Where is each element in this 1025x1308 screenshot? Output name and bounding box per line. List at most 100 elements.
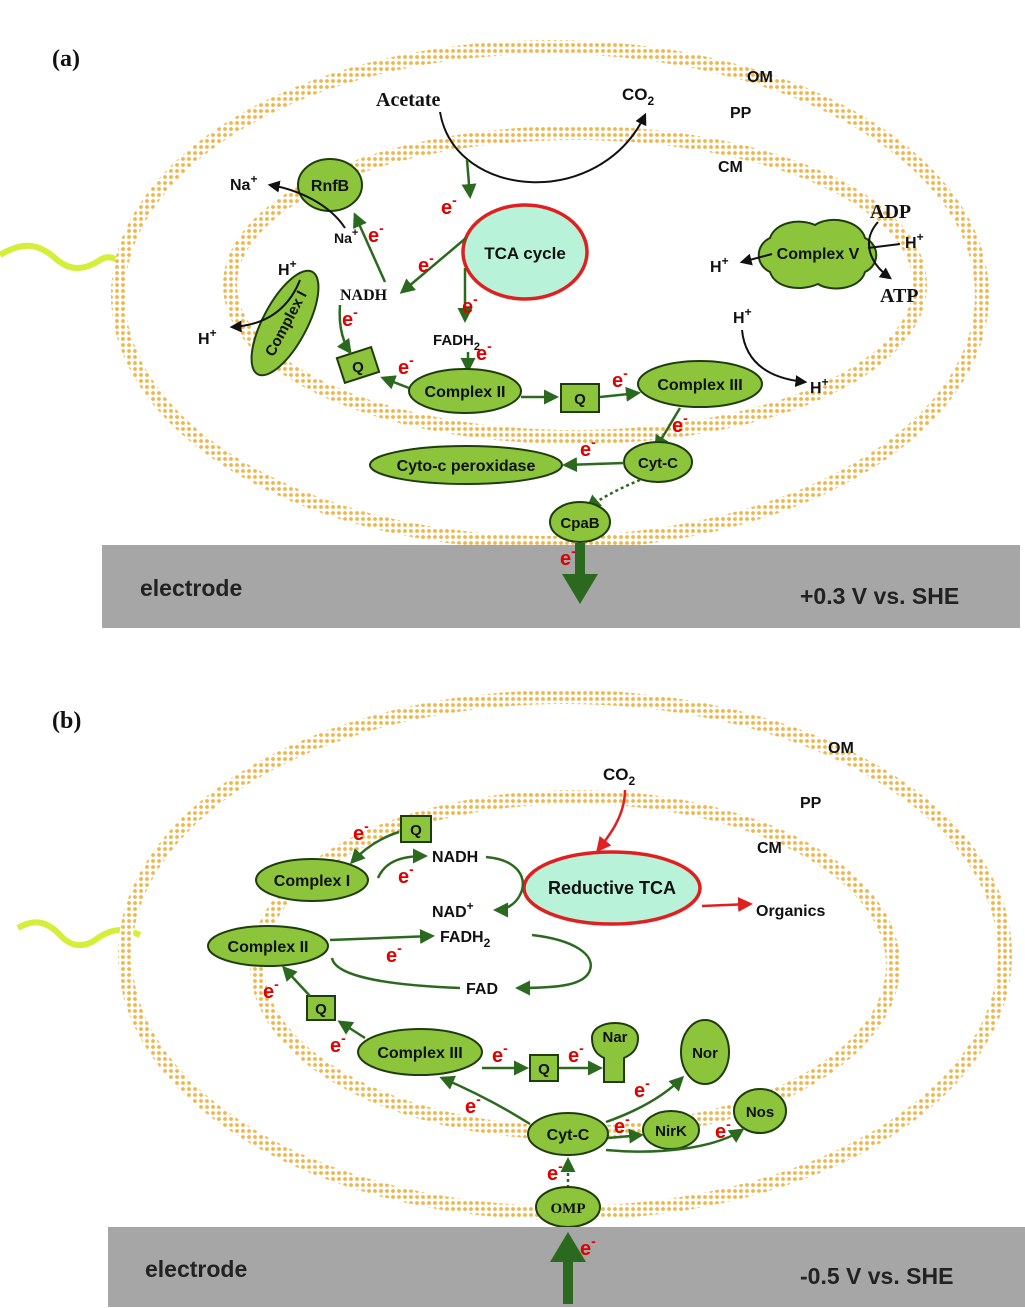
complex-iii-to-q-arrow xyxy=(337,1020,366,1040)
electron-label: e- xyxy=(342,304,358,331)
complex-i-node-b xyxy=(255,858,369,902)
complex-v-proton-arrow xyxy=(739,253,773,266)
cm-label: CM xyxy=(718,159,743,176)
pp-label: PP xyxy=(730,105,752,122)
adp-to-atp-arrow xyxy=(868,221,892,280)
complex-ii-node-b xyxy=(207,925,329,967)
complex-i-node xyxy=(250,269,320,377)
cytc-to-peroxidase-arrow xyxy=(562,457,625,473)
h-out-label-1: H+ xyxy=(198,326,217,348)
complex-i-label-b: Complex I xyxy=(274,873,350,890)
nad-label-b: NAD+ xyxy=(432,899,474,921)
nar-label: Nar xyxy=(602,1029,627,1046)
pp-label-b: PP xyxy=(800,795,822,812)
cpab-label: CpaB xyxy=(560,515,599,532)
h-out-label-5: H+ xyxy=(710,254,729,276)
quinone-box-b2 xyxy=(306,995,336,1021)
cyto-c-peroxidase-node xyxy=(369,445,563,485)
fad-label-b: FAD xyxy=(466,981,498,998)
outer-membrane xyxy=(111,40,989,550)
na-out-label: Na+ xyxy=(230,172,257,194)
adp-label: ADP xyxy=(870,201,911,223)
cytc-to-complex-iii-arrow xyxy=(439,1075,531,1126)
fadh2-label-b: FADH2 xyxy=(440,929,491,950)
q-to-complex-ii-arrow xyxy=(281,965,311,997)
cytc-node-b xyxy=(527,1112,609,1156)
cytc-node xyxy=(623,441,693,483)
fadh2-label: FADH2 xyxy=(433,332,480,353)
rtca-to-organics-arrow xyxy=(701,897,753,912)
electron-label: e- xyxy=(462,291,478,318)
electron-label: e- xyxy=(547,1158,563,1185)
electron-label: e- xyxy=(418,250,434,277)
cytc-label: Cyt-C xyxy=(638,455,678,472)
electrode-a xyxy=(102,545,1020,628)
na-export-arrow xyxy=(267,180,346,229)
quinone-box-2 xyxy=(560,383,600,413)
quinone-label-b2: Q xyxy=(315,1001,327,1018)
quinone-box-1 xyxy=(335,345,381,385)
electron-label: e- xyxy=(715,1116,731,1143)
quinone-box-b1 xyxy=(400,815,432,843)
quinone-label-b3: Q xyxy=(538,1061,550,1078)
cytoplasmic-membrane-b xyxy=(250,790,900,1140)
q2-to-complex-iii-arrow xyxy=(599,386,641,402)
complex-iii-node xyxy=(637,360,763,408)
complex-v-proton-in-line xyxy=(867,243,901,249)
omp-label: OMP xyxy=(551,1201,586,1217)
cpab-to-electrode-arrowhead xyxy=(562,574,598,604)
complex-iii-label: Complex III xyxy=(657,377,742,394)
organics-label: Organics xyxy=(756,903,825,920)
quinone-label-2: Q xyxy=(574,391,586,408)
complex-ii-node xyxy=(408,368,522,414)
quinone-label-1: Q xyxy=(352,359,364,376)
na-in-label: Na+ xyxy=(334,227,358,246)
electron-labels-b: e- e- e- e- e- e- e- e- e- e- e- e- e- xyxy=(263,818,731,1260)
om-label: OM xyxy=(747,69,773,86)
electron-label: e- xyxy=(353,818,369,845)
fadh2-to-fad-arrow xyxy=(515,933,592,996)
cytc-to-nor-arrow xyxy=(605,1075,685,1124)
complex-ii-label: Complex II xyxy=(425,384,506,401)
electron-label: e- xyxy=(263,976,279,1003)
electron-label: e- xyxy=(476,338,492,365)
electron-label: e- xyxy=(368,220,384,247)
electron-label: e- xyxy=(465,1091,481,1118)
potential-a-label: +0.3 V vs. SHE xyxy=(800,583,959,609)
cpab-node xyxy=(549,501,611,543)
electron-label: e- xyxy=(386,940,402,967)
nadh-to-q-arrow xyxy=(336,304,352,355)
complex-i-proton-arrow xyxy=(229,279,301,333)
reductive-tca-label: Reductive TCA xyxy=(548,878,676,898)
cytc-label-b: Cyt-C xyxy=(547,1127,590,1144)
complex-ii-to-q1-arrow xyxy=(380,375,410,390)
nar-node xyxy=(590,1022,640,1083)
acetate-label: Acetate xyxy=(376,89,441,111)
complex-iii-proton-arrow xyxy=(741,329,808,388)
complex-v-node xyxy=(757,218,878,290)
complex-iii-label-b: Complex III xyxy=(377,1045,462,1062)
tca-to-nadh-arrow xyxy=(399,237,467,294)
cytc-to-nos-arrow xyxy=(605,1128,745,1153)
h-in-label-5: H+ xyxy=(905,230,924,252)
fad-return-line xyxy=(330,957,461,990)
complex-i-to-nadh-arrow xyxy=(376,848,428,879)
cytc-to-cpab-arrow xyxy=(585,478,641,510)
rnfb-label: RnfB xyxy=(311,178,349,195)
nadh-label-b: NADH xyxy=(432,849,478,866)
om-label-b: OM xyxy=(828,740,854,757)
complex-v-label: Complex V xyxy=(777,246,860,263)
nirk-label: NirK xyxy=(655,1123,687,1140)
tca-cycle-node xyxy=(461,203,589,301)
q-to-complex-i-arrow xyxy=(349,830,400,865)
h-in-label-3: H+ xyxy=(733,305,752,327)
electron-label: e- xyxy=(614,1111,630,1138)
electron-label: e- xyxy=(568,1040,584,1067)
electron-label: e- xyxy=(330,1030,346,1057)
cytoplasmic-membrane xyxy=(223,126,927,444)
nadh-label: NADH xyxy=(340,287,388,304)
panel-a: (a) OM PP CM Acetate CO2 TCA cycle RnfB … xyxy=(0,40,1020,628)
panel-b-label: (b) xyxy=(52,708,81,734)
co2-to-rtca-arrow xyxy=(596,789,627,853)
